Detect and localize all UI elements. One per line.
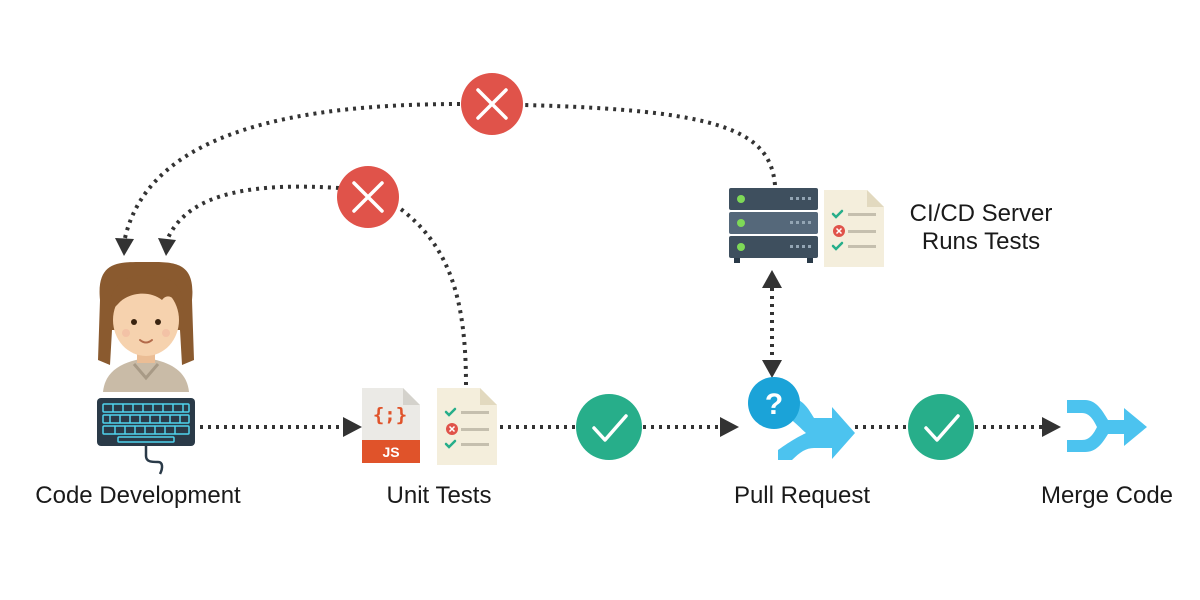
label-ci-server-line2: Runs Tests [922,228,1040,255]
check-circle-icon [908,394,974,460]
connector-tests-fail-loop-2 [166,184,340,239]
arrowhead-to-merge [1042,417,1061,437]
question-mark: ? [765,388,783,421]
js-file-icon: {;} JS [362,388,420,463]
keyboard-icon [97,398,195,475]
test-report-icon [824,190,884,267]
arrowhead-to-server [762,270,782,288]
developer-avatar-icon [98,261,194,392]
connectors [115,102,1061,437]
js-ext-text: JS [382,444,399,460]
pull-request-icon: ? [748,377,855,460]
arrowhead-fail-1 [158,238,176,256]
label-unit-tests: Unit Tests [387,482,492,509]
test-report-icon [437,388,497,465]
arrowhead-to-pr [720,417,739,437]
x-circle-icon [461,73,523,135]
server-rack-icon [729,188,818,263]
label-ci-server-line1: CI/CD Server [910,200,1053,227]
check-circle-icon [576,394,642,460]
question-badge [748,377,800,429]
merge-arrow-icon [1067,400,1147,452]
label-merge-code: Merge Code [1041,482,1173,509]
connector-tests-fail-loop [396,205,468,386]
connector-server-fail-loop [522,103,777,186]
arrowhead-to-pr-up [762,360,782,378]
x-circle-icon [337,166,399,228]
label-pull-request: Pull Request [734,482,870,509]
arrowhead-to-tests [343,417,362,437]
arrowhead-fail-2 [115,238,134,256]
connector-server-fail-loop-2 [123,102,461,239]
js-braces-text: {;} [373,404,407,426]
label-code-development: Code Development [35,482,241,509]
